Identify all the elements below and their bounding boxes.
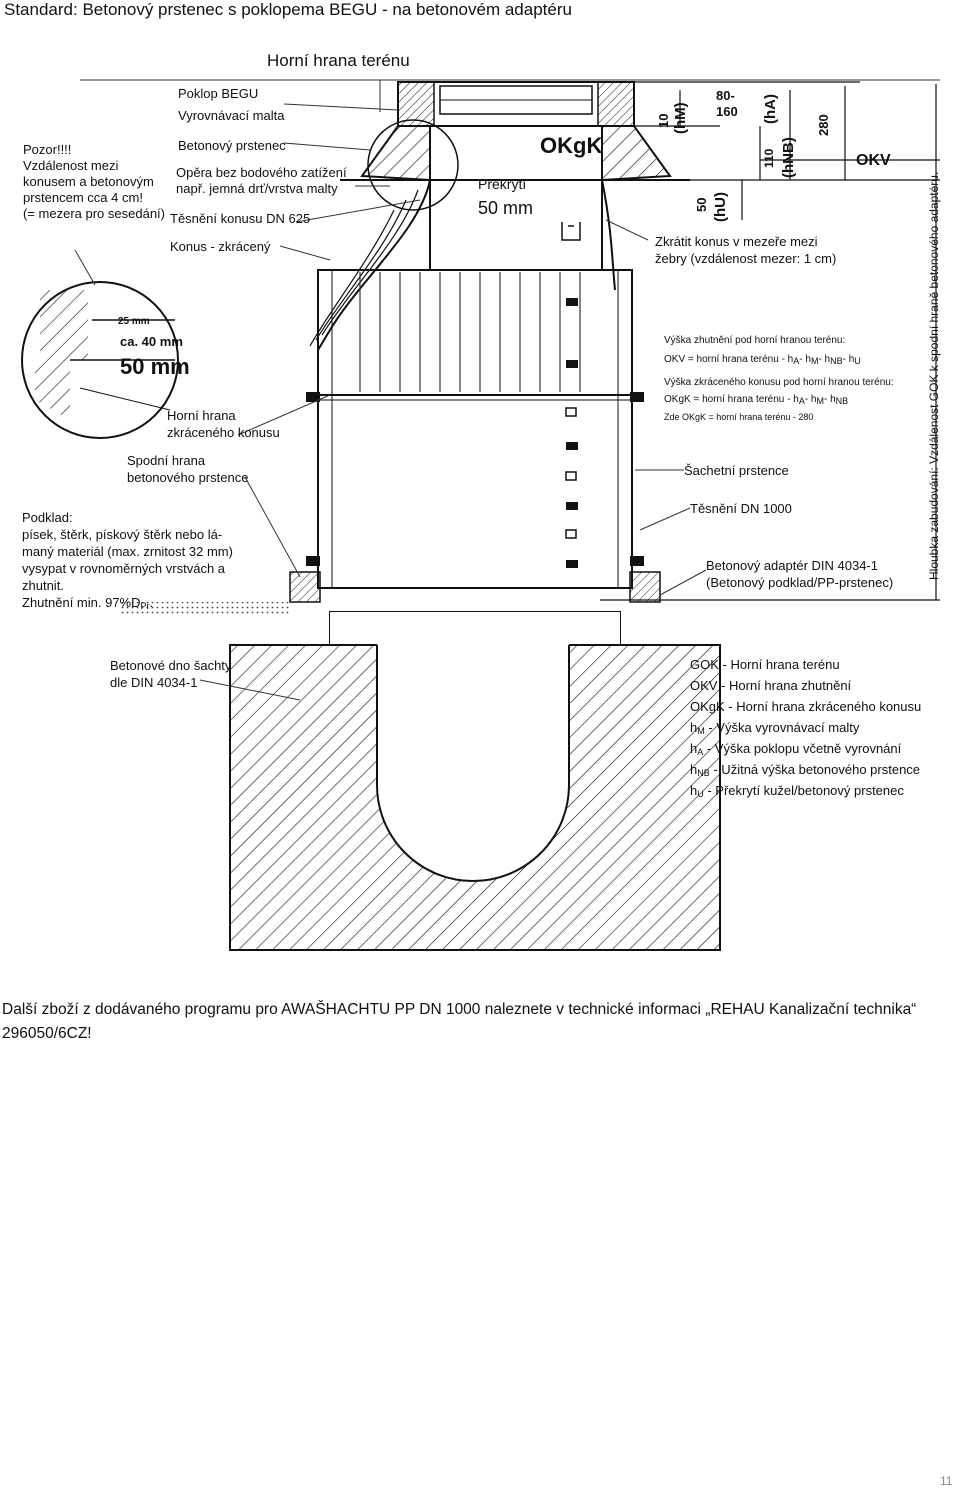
footer-line-1: Další zboží z dodávaného programu pro AW… (2, 1001, 917, 1018)
label-prstenec: Betonový prstenec (178, 138, 286, 153)
label-malta: Vyrovnávací malta (178, 108, 285, 123)
ladder-steps (565, 298, 578, 568)
terrain-line (80, 79, 940, 112)
dim-hu: (hU) (712, 192, 729, 222)
warning-gap-note: Pozor!!!! Vzdálenost mezi konusem a beto… (23, 142, 165, 221)
label-tesneni-625: Těsnění konusu DN 625 (170, 211, 311, 226)
detail-25mm: 25 mm (118, 316, 150, 327)
page-number: 11 (940, 1474, 953, 1488)
podklad-line: vysypat v rovnoměrných vrstvách a (22, 561, 226, 576)
legend-item: hA - Výška poklopu včetně vyrovnání (690, 741, 902, 757)
cone-shell (309, 179, 616, 351)
legend-item: hNB - Užitná výška betonového prstence (690, 762, 921, 778)
zhutneni-tail: . (149, 595, 154, 610)
shaft-bottom (229, 611, 721, 951)
podklad-zhutneni: Zhutnění min. 97%DPr. (22, 594, 233, 615)
dim-hnb: (hNB) (780, 137, 797, 178)
label-adapter: Betonový adaptér DIN 4034-1 (Betonový po… (706, 558, 894, 590)
podklad-line: písek, štěrk, pískový štěrk nebo lá- (22, 527, 223, 542)
podklad-line: zhutnit. (22, 578, 64, 593)
gasket-marks (306, 392, 644, 566)
leader-lines (74, 103, 707, 701)
detail-magnified (21, 281, 179, 439)
legend-item: OKV - Horní hrana zhutnění (690, 678, 852, 693)
concrete-adapter (289, 571, 661, 603)
dim-10: 10 (656, 113, 671, 128)
dim-ha: (hA) (762, 94, 779, 124)
shaft-ribs (359, 272, 581, 392)
label-vyska-zhutneni: Výška zhutnění pod horní hranou terénu: (664, 335, 846, 346)
footer-note: Další zboží z dodávaného programu pro AW… (2, 998, 916, 1046)
dim-okv: OKV (856, 152, 891, 169)
formula-okv-text: OKV = horní hrana terénu - h (664, 354, 794, 365)
legend-item: GOK - Horní hrana terénu (690, 657, 840, 672)
page-title: Standard: Betonový prstenec s poklopema … (4, 0, 572, 19)
label-tesneni-1000: Těsnění DN 1000 (690, 501, 792, 516)
step-symbol (561, 222, 581, 241)
abbreviation-legend: GOK - Horní hrana terénu OKV - Horní hra… (690, 656, 921, 803)
dim-50: 50 (694, 197, 709, 212)
label-zkratit: Zkrátit konus v mezeře mezi žebry (vzdál… (655, 234, 837, 266)
legend-item: hU - Překrytí kužel/betonový prstenec (690, 783, 904, 799)
label-okgk: OKgK (540, 133, 603, 158)
formula-okgk-text: OKgK = horní hrana terénu - h (664, 394, 799, 405)
formula-okv: OKV = horní hrana terénu - hA- hM- hNB- … (664, 354, 861, 366)
label-spodni-hrana: Spodní hrana betonového prstence (127, 453, 249, 485)
bedding-layer (120, 602, 290, 616)
detail-callout-circle (367, 119, 459, 211)
footer-line-2: 296050/6CZ! (2, 1025, 92, 1042)
top-terrain-label: Horní hrana terénu (267, 51, 410, 70)
label-zde: Zde OKgK = horní hrana terénu - 280 (664, 412, 814, 422)
label-vyska-konusu: Výška zkráceného konusu pod horní hranou… (664, 377, 894, 388)
label-poklop: Poklop BEGU (178, 86, 259, 101)
formula-okgk: OKgK = horní hrana terénu - hA- hM- hNB (664, 394, 849, 406)
shaft-rings (317, 269, 633, 589)
detail-40mm: ca. 40 mm (120, 334, 183, 349)
dim-hm: (hM) (672, 102, 689, 134)
zhutneni-sub: Pr (140, 601, 150, 611)
label-prekryti-value: 50 mm (478, 198, 534, 218)
detail-50mm: 50 mm (120, 354, 190, 379)
podklad-line: maný materiál (max. zrnitost 32 mm) (22, 544, 233, 559)
dim-280: 280 (816, 114, 831, 136)
label-dno: Betonové dno šachty dle DIN 4034-1 (110, 658, 232, 690)
label-podklad: Podklad: písek, štěrk, pískový štěrk neb… (22, 509, 233, 615)
concrete-ring (340, 125, 690, 182)
dimension-lines (600, 81, 940, 601)
dim-110: 110 (762, 148, 776, 168)
dim-80-160: 80- 160 (716, 88, 738, 119)
podklad-line: Podklad: (22, 510, 73, 525)
label-konus: Konus - zkrácený (170, 239, 271, 254)
label-hloubka: Hloubka zabudování: Vzdálenost GOK k spo… (927, 171, 941, 580)
label-horni-hrana-konusu: Horní hrana zkráceného konusu (167, 408, 280, 440)
begu-cover (397, 81, 635, 127)
label-prekryti: Překrytí (478, 176, 527, 192)
legend-item: hM - Výška vyrovnávací malty (690, 720, 860, 736)
label-opera: Opěra bez bodového zatížení např. jemná … (176, 165, 347, 196)
legend-item: OKgK - Horní hrana zkráceného konusu (690, 699, 922, 714)
zhutneni-text: Zhutnění min. 97%D (22, 595, 141, 610)
label-sachetni: Šachetní prstence (684, 463, 789, 478)
